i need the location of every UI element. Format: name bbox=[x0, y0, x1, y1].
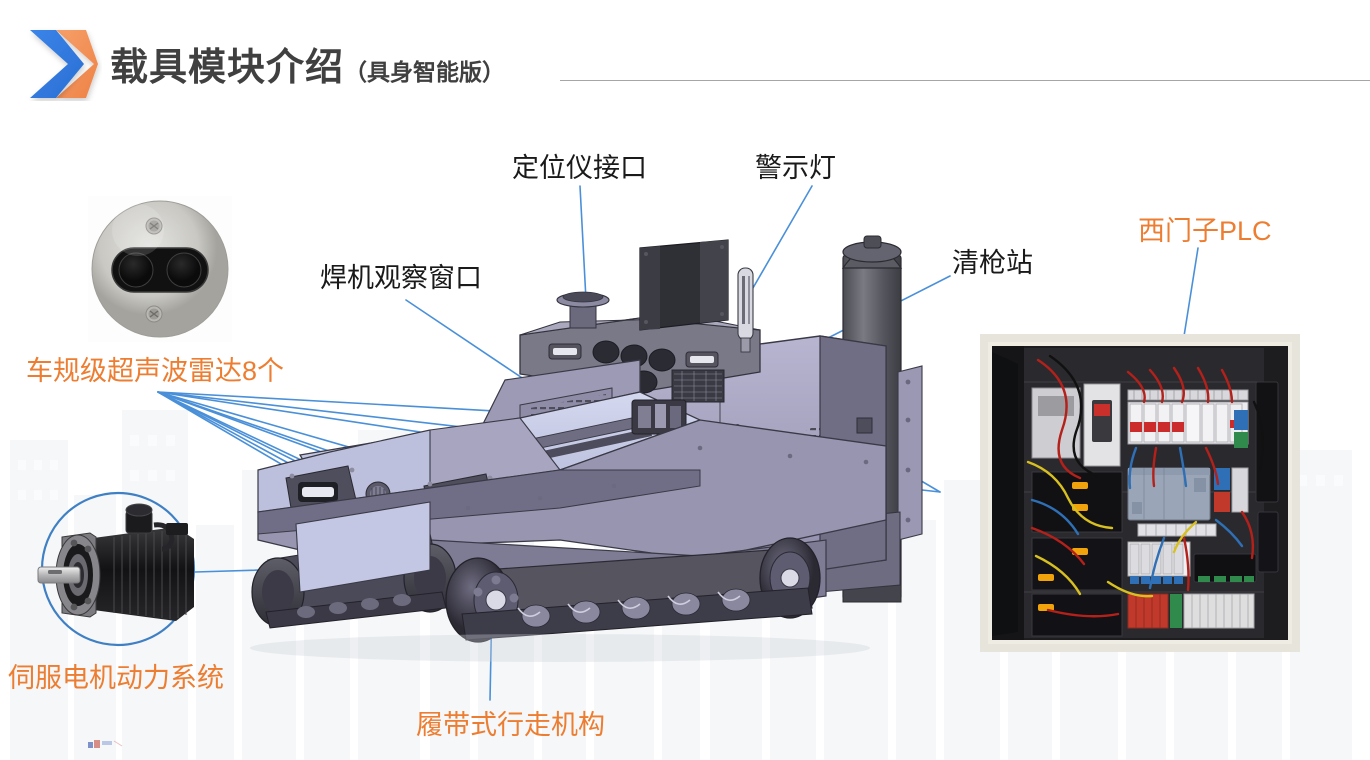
callout-servo-motor: 伺服电机动力系统 bbox=[8, 663, 224, 693]
ultrasonic-sensor-photo bbox=[88, 196, 232, 342]
locator-port-part bbox=[556, 291, 610, 329]
servo-motor-photo bbox=[37, 491, 196, 647]
double-chevron-logo bbox=[30, 30, 98, 98]
page-title-sub: （具身智能版） bbox=[344, 59, 506, 85]
callout-ultrasonic-radar: 车规级超声波雷达8个 bbox=[26, 356, 285, 386]
header-divider bbox=[560, 80, 1370, 81]
callout-welder-window: 焊机观察窗口 bbox=[320, 263, 482, 293]
left-track-assembly bbox=[251, 501, 457, 629]
right-track-assembly bbox=[445, 537, 821, 643]
plc-control-cabinet-photo bbox=[980, 334, 1300, 652]
callout-track-drive: 履带式行走机构 bbox=[416, 710, 605, 740]
page-title-main: 载具模块介绍 bbox=[110, 47, 345, 89]
callout-warning-light: 警示灯 bbox=[755, 153, 836, 183]
page-title: 载具模块介绍（具身智能版） bbox=[110, 36, 505, 91]
warning-light-part bbox=[737, 267, 754, 353]
callout-gun-cleaner: 清枪站 bbox=[952, 248, 1033, 278]
callout-locator-port: 定位仪接口 bbox=[512, 153, 647, 183]
callout-siemens-plc: 西门子PLC bbox=[1138, 216, 1272, 246]
welder-back-panel bbox=[639, 239, 729, 331]
footer-brand-mark bbox=[88, 740, 123, 748]
